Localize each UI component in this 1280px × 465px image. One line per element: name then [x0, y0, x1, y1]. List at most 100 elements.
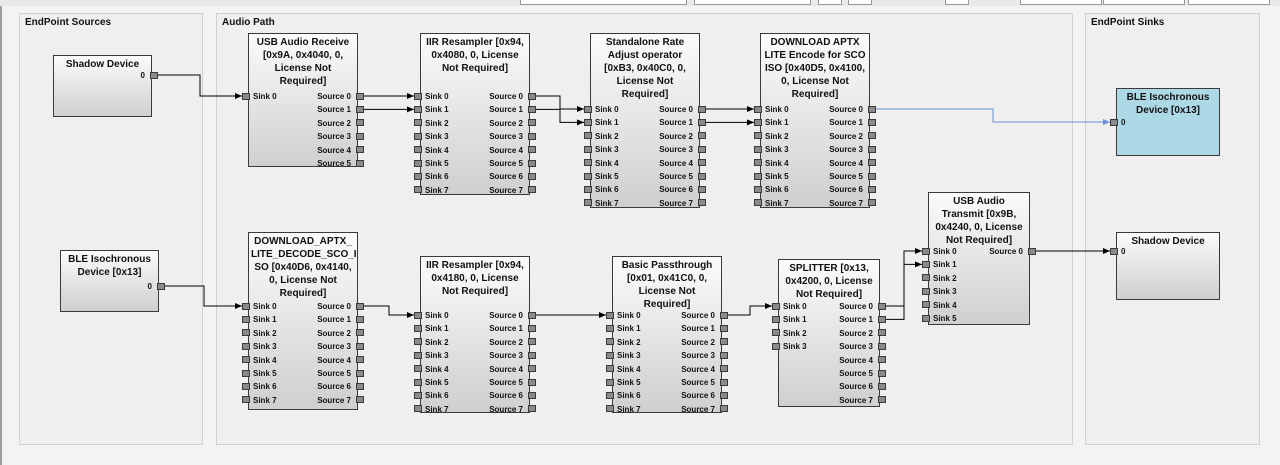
input-pin[interactable] — [754, 105, 762, 113]
input-pin[interactable] — [414, 405, 422, 413]
output-pin[interactable] — [720, 311, 728, 319]
output-pin[interactable] — [528, 172, 536, 180]
input-pin[interactable] — [754, 118, 762, 126]
output-pin[interactable] — [528, 132, 536, 140]
output-pin[interactable] — [878, 315, 886, 323]
output-pin[interactable] — [868, 185, 876, 193]
output-pin[interactable] — [878, 356, 886, 364]
input-pin[interactable] — [754, 199, 762, 207]
input-pin[interactable] — [606, 324, 614, 332]
input-pin[interactable] — [414, 311, 422, 319]
input-pin[interactable] — [606, 405, 614, 413]
input-pin[interactable] — [584, 105, 592, 113]
input-pin[interactable] — [414, 172, 422, 180]
output-pin[interactable] — [720, 405, 728, 413]
output-pin[interactable] — [528, 324, 536, 332]
operator-ble-sink[interactable]: BLE Isochronous Device [0x13]0 — [1116, 88, 1220, 156]
output-pin[interactable] — [528, 351, 536, 359]
input-pin[interactable] — [414, 119, 422, 127]
toolbar-field[interactable] — [945, 0, 969, 5]
input-pin[interactable] — [242, 396, 250, 404]
output-pin[interactable] — [698, 118, 706, 126]
input-pin[interactable] — [414, 324, 422, 332]
output-pin[interactable] — [356, 329, 364, 337]
output-pin[interactable] — [878, 329, 886, 337]
input-pin[interactable] — [414, 92, 422, 100]
output-pin[interactable] — [356, 159, 364, 167]
output-pin[interactable] — [720, 378, 728, 386]
input-pin[interactable] — [606, 311, 614, 319]
toolbar-field[interactable] — [520, 0, 687, 5]
output-pin[interactable] — [698, 132, 706, 140]
output-pin[interactable] — [528, 186, 536, 194]
output-pin[interactable] — [356, 342, 364, 350]
output-pin[interactable] — [356, 92, 364, 100]
toolbar-field[interactable] — [818, 0, 842, 5]
input-pin[interactable] — [414, 365, 422, 373]
operator-aptx-dec[interactable]: DOWNLOAD_APTX_ LITE_DECODE_SCO_I SO [0x4… — [248, 232, 358, 410]
output-pin[interactable] — [720, 324, 728, 332]
output-pin[interactable] — [698, 159, 706, 167]
input-pin[interactable] — [414, 391, 422, 399]
input-pin[interactable] — [754, 159, 762, 167]
output-pin[interactable] — [356, 146, 364, 154]
output-pin[interactable] — [868, 105, 876, 113]
input-pin[interactable] — [584, 118, 592, 126]
output-pin[interactable] — [528, 405, 536, 413]
output-pin[interactable] — [878, 342, 886, 350]
input-pin[interactable] — [584, 172, 592, 180]
output-pin[interactable] — [356, 132, 364, 140]
output-pin[interactable] — [868, 132, 876, 140]
input-pin[interactable] — [242, 92, 250, 100]
input-pin[interactable] — [584, 145, 592, 153]
output-pin[interactable] — [528, 378, 536, 386]
operator-rate[interactable]: Standalone Rate Adjust operator [0xB3, 0… — [590, 33, 700, 208]
output-pin[interactable] — [356, 382, 364, 390]
output-pin[interactable] — [356, 356, 364, 364]
input-pin[interactable] — [772, 329, 780, 337]
output-pin[interactable] — [157, 282, 165, 290]
output-pin[interactable] — [868, 159, 876, 167]
input-pin[interactable] — [772, 315, 780, 323]
input-pin[interactable] — [1110, 118, 1118, 126]
input-pin[interactable] — [754, 185, 762, 193]
output-pin[interactable] — [698, 145, 706, 153]
output-pin[interactable] — [698, 185, 706, 193]
output-pin[interactable] — [528, 391, 536, 399]
output-pin[interactable] — [720, 351, 728, 359]
input-pin[interactable] — [242, 315, 250, 323]
input-pin[interactable] — [922, 247, 930, 255]
input-pin[interactable] — [606, 351, 614, 359]
output-pin[interactable] — [150, 71, 158, 79]
output-pin[interactable] — [868, 145, 876, 153]
input-pin[interactable] — [414, 186, 422, 194]
output-pin[interactable] — [356, 302, 364, 310]
input-pin[interactable] — [606, 338, 614, 346]
output-pin[interactable] — [528, 338, 536, 346]
operator-aptx-enc[interactable]: DOWNLOAD APTX LITE Encode for SCO ISO [0… — [760, 33, 870, 208]
output-pin[interactable] — [356, 119, 364, 127]
output-pin[interactable] — [698, 172, 706, 180]
input-pin[interactable] — [922, 301, 930, 309]
input-pin[interactable] — [242, 382, 250, 390]
toolbar-field[interactable] — [1020, 0, 1102, 5]
input-pin[interactable] — [584, 185, 592, 193]
input-pin[interactable] — [414, 351, 422, 359]
output-pin[interactable] — [698, 105, 706, 113]
output-pin[interactable] — [356, 315, 364, 323]
input-pin[interactable] — [414, 159, 422, 167]
toolbar-field[interactable] — [694, 0, 811, 5]
output-pin[interactable] — [356, 369, 364, 377]
input-pin[interactable] — [772, 342, 780, 350]
input-pin[interactable] — [584, 132, 592, 140]
output-pin[interactable] — [528, 92, 536, 100]
output-pin[interactable] — [528, 311, 536, 319]
input-pin[interactable] — [922, 260, 930, 268]
output-pin[interactable] — [1028, 247, 1036, 255]
output-pin[interactable] — [528, 105, 536, 113]
input-pin[interactable] — [242, 342, 250, 350]
operator-ble-src[interactable]: BLE Isochronous Device [0x13]0 — [60, 250, 159, 312]
input-pin[interactable] — [584, 159, 592, 167]
input-pin[interactable] — [606, 365, 614, 373]
output-pin[interactable] — [720, 391, 728, 399]
